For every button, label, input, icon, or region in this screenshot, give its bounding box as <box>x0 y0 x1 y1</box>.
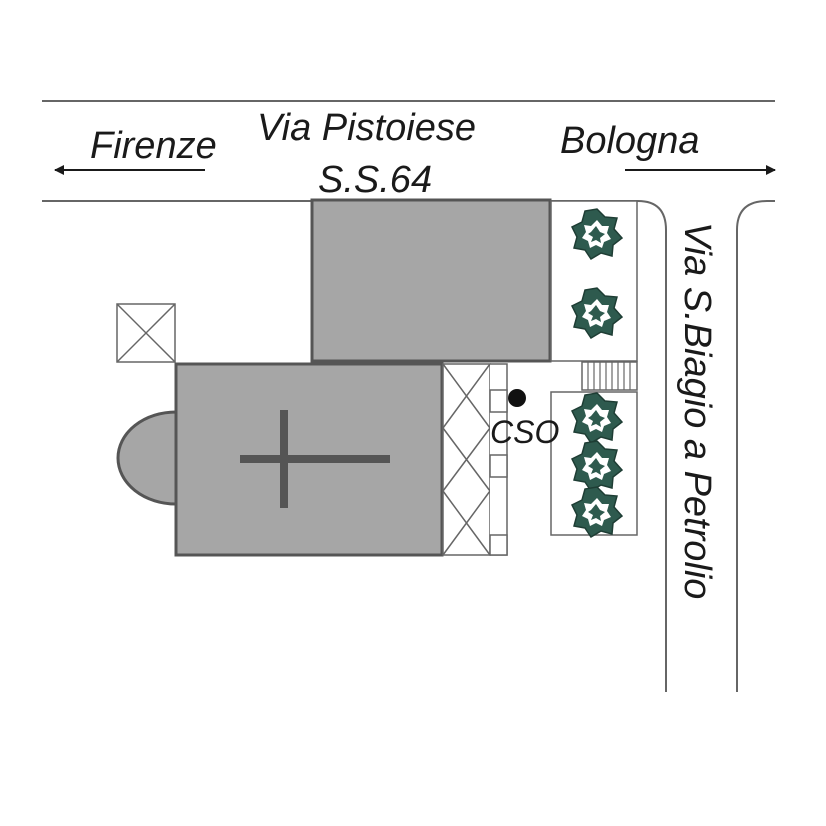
direction-label-bologna: Bologna <box>560 120 699 162</box>
stairs <box>581 361 638 391</box>
church-apse <box>116 410 178 506</box>
building-north <box>310 198 552 363</box>
side-wall <box>489 363 508 556</box>
main-road-south-edge <box>42 200 667 692</box>
site-point-label: CSO <box>490 414 559 450</box>
side-road-east-edge <box>736 200 775 692</box>
street-label-via-s-biagio: Via S.Biagio a Petrolio <box>676 222 718 599</box>
crossed-box-small <box>116 303 176 363</box>
street-label-ss64: S.S.64 <box>318 159 432 201</box>
lattice-portico <box>442 363 491 556</box>
site-point-marker <box>508 389 526 407</box>
direction-label-firenze: Firenze <box>90 125 217 167</box>
street-label-via-pistoiese: Via Pistoiese <box>257 107 476 149</box>
